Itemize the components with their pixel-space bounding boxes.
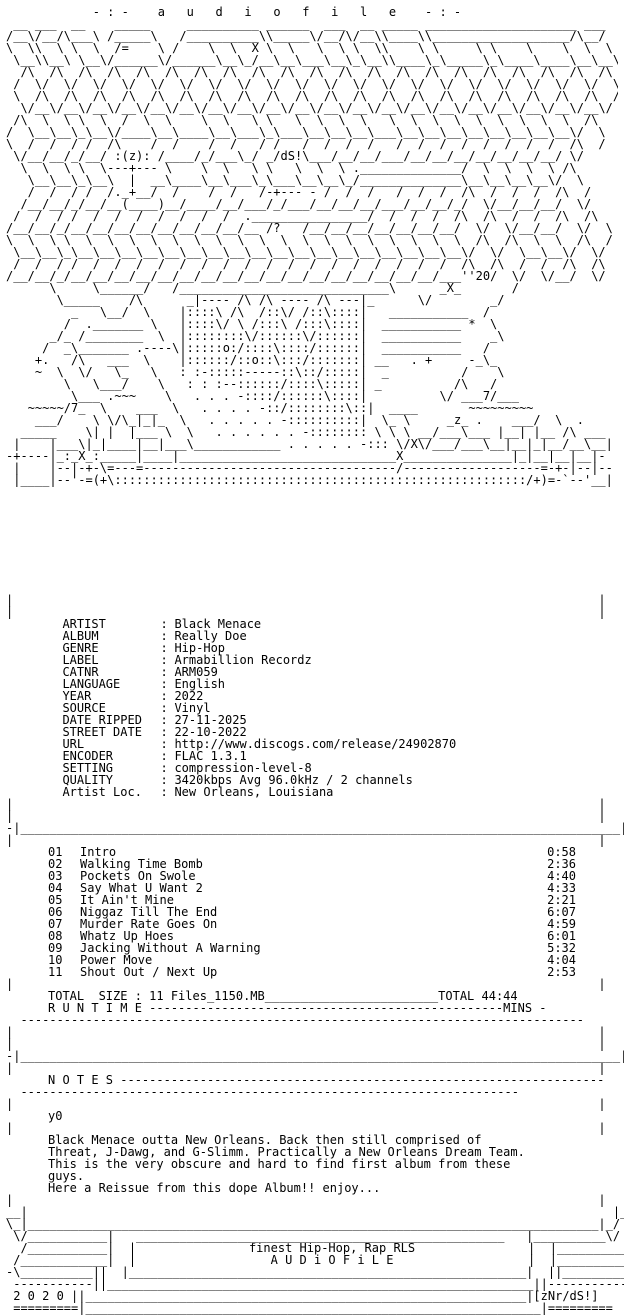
field-setting: SETTING: compression-level-8 [62, 761, 312, 775]
field-year: YEAR: 2022 [62, 689, 204, 703]
field-artist-location: Artist Loc.: New Orleans, Louisiana [62, 785, 334, 799]
section-divider: -|______________________________________… [6, 821, 624, 835]
section-divider: -|______________________________________… [6, 1049, 624, 1063]
site-title: - : - a u d i o f i l e - : - [92, 6, 462, 19]
field-language: LANGUAGE: English [62, 677, 226, 691]
footer-block: __| |__ \_|_____________________________… [6, 1205, 624, 1315]
field-source: SOURCE: Vinyl [62, 701, 211, 715]
footer-credit: [zNr/dS!] [533, 1289, 599, 1303]
discogs-link[interactable]: http://www.discogs.com/release/24902870 [174, 737, 457, 751]
field-genre: GENRE: Hip-Hop [62, 641, 226, 655]
footer-brand: A U D i O F i L E [270, 1253, 394, 1267]
runtime-label: R U N T I M E [48, 1001, 142, 1015]
total-line: TOTAL SIZE : 11 Files_1150.MB___________… [48, 989, 518, 1003]
release-info-block: | || | ARTIST: Black Menace ALBUM: Rea [6, 593, 624, 847]
total-size: TOTAL SIZE : 11 Files_1150.MB [48, 989, 265, 1003]
notes-body: Black Menace outta New Orleans. Back the… [48, 1133, 525, 1195]
field-catnr: CATNR: ARM059 [62, 665, 218, 679]
notes-section: N O T E S ------------------------------… [6, 1074, 618, 1206]
year-tag: '20 [468, 269, 491, 283]
runtime-line: R U N T I M E --------------------------… [48, 1001, 547, 1015]
field-artist: ARTIST: Black Menace [62, 617, 262, 631]
notes-heading: N O T E S [48, 1073, 114, 1087]
footer-tagline: finest Hip-Hop, Rap RLS [248, 1241, 416, 1255]
field-label: LABEL: Armabillion Recordz [62, 653, 312, 667]
notes-greeting: y0 [48, 1109, 63, 1123]
field-url: URL: http://www.discogs.com/release/2490… [62, 737, 457, 751]
field-date-ripped: DATE RIPPED: 27-11-2025 [62, 713, 247, 727]
nfo-document: - : - a u d i o f i l e - : - __ ___ __ … [6, 6, 624, 1315]
ascii-art-header: - : - a u d i o f i l e - : - __ ___ __ … [6, 6, 618, 487]
footer-year: 2 0 2 0 [13, 1289, 64, 1303]
z-tag: z [453, 413, 462, 427]
field-album: ALBUM: Really Doe [62, 629, 247, 643]
field-street-date: STREET DATE: 22-10-2022 [62, 725, 247, 739]
notes-heading-line: N O T E S ------------------------------… [48, 1073, 605, 1087]
field-quality: QUALITY: 3420kbps Avg 96.0kHz / 2 channe… [62, 773, 413, 787]
total-time: TOTAL 44:44 [438, 989, 518, 1003]
mins-label: MINS [503, 1001, 533, 1015]
field-encoder: ENCODER: FLAC 1.3.1 [62, 749, 247, 763]
